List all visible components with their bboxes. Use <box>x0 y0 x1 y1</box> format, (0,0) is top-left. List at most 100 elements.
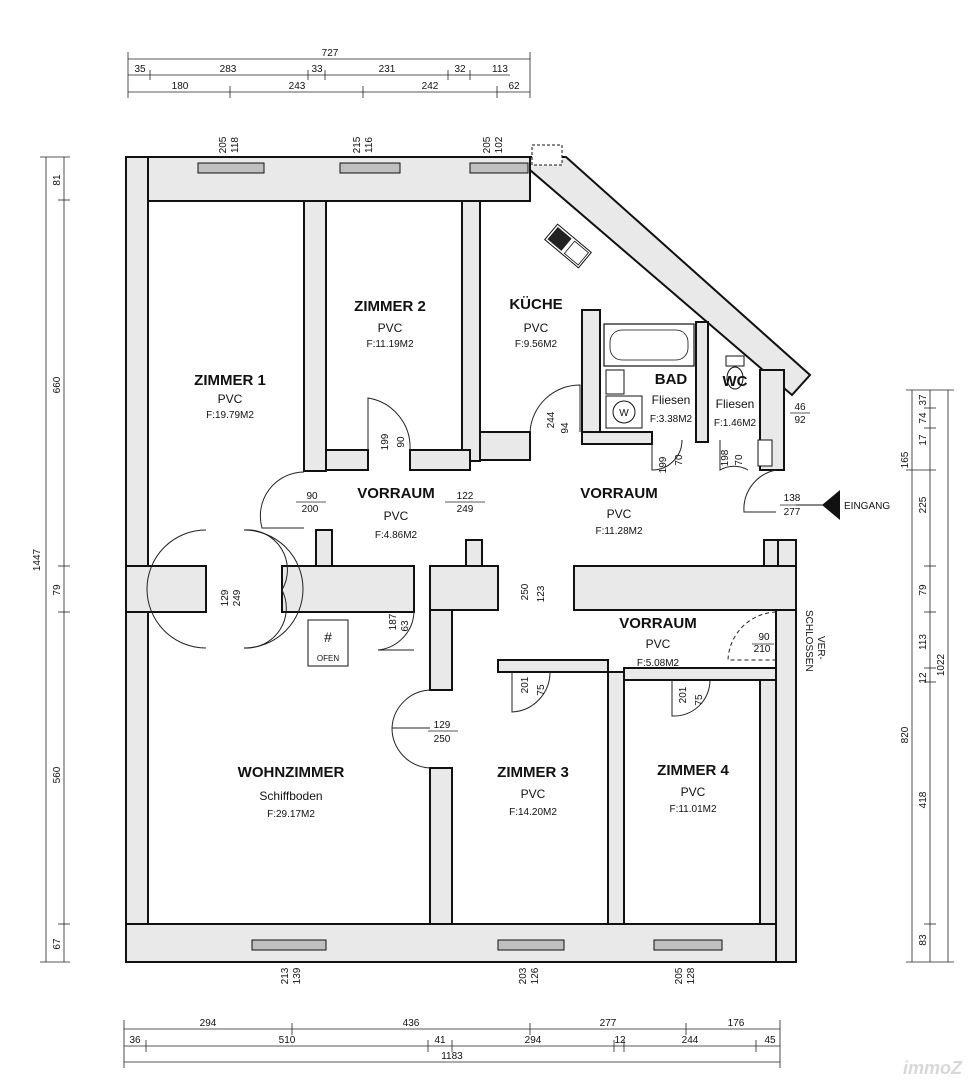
room-area: F:9.56M2 <box>515 339 558 350</box>
room-name: ZIMMER 2 <box>354 298 426 315</box>
dim-door: 129 <box>220 589 231 606</box>
door-zimmer1 <box>259 471 305 529</box>
dim-door: 198 <box>720 449 731 466</box>
dim-top: 243 <box>289 81 306 92</box>
room-name: ZIMMER 1 <box>194 372 266 389</box>
dim-door: 199 <box>658 456 669 473</box>
room-area: F:29.17M2 <box>267 809 315 820</box>
door-kueche <box>529 384 581 433</box>
bottom-dimensions: 294 436 277 176 36 510 41 294 12 244 45 … <box>123 1018 781 1068</box>
dim-top: 62 <box>508 81 520 92</box>
dim-bottom: 277 <box>600 1018 617 1029</box>
room-area: F:11.01M2 <box>669 804 716 815</box>
window-wohnzimmer <box>251 939 327 951</box>
dim-right: 37 <box>918 394 929 406</box>
door-wohnzimmer-hall <box>391 689 431 769</box>
room-area: F:19.79M2 <box>206 410 254 421</box>
room-material: PVC <box>524 321 549 335</box>
room-area: F:1.46M2 <box>714 418 757 429</box>
dim-left-total: 1447 <box>32 548 43 571</box>
window-zimmer1 <box>197 162 265 174</box>
chimney-icon <box>531 144 563 166</box>
dim-window: 139 <box>292 967 303 984</box>
dim-door: 122 <box>457 491 474 502</box>
dim-bottom: 41 <box>434 1035 446 1046</box>
dim-right-total: 1022 <box>936 653 947 676</box>
room-area: F:14.20M2 <box>509 807 557 818</box>
dim-door: 187 <box>388 613 399 630</box>
room-name: ZIMMER 3 <box>497 764 569 781</box>
dim-bottom: 436 <box>403 1018 420 1029</box>
dim-window: 128 <box>686 967 697 984</box>
dim-right: 83 <box>918 934 929 946</box>
room-name: VORRAUM <box>619 615 697 632</box>
window-zimmer2 <box>339 162 401 174</box>
toilet-icon <box>725 355 745 390</box>
dim-bottom: 294 <box>200 1018 217 1029</box>
dim-window: 205 <box>218 136 229 153</box>
dim-door: 70 <box>734 454 745 466</box>
door-abstellraum <box>377 611 415 651</box>
room-material: PVC <box>681 785 706 799</box>
dim-door: 70 <box>674 454 685 466</box>
room-name: WOHNZIMMER <box>238 764 345 781</box>
dim-right: 12 <box>918 672 929 684</box>
room-kueche: KÜCHE PVC F:9.56M2 <box>509 296 562 350</box>
dim-door: 90 <box>396 436 407 448</box>
wc-fixture-icon <box>757 439 773 467</box>
dim-right: 165 <box>900 451 911 468</box>
room-wc: WC Fliesen F:1.46M2 <box>714 373 757 429</box>
right-dimensions: 37 74 17 225 79 113 12 418 83 165 820 10… <box>900 389 954 963</box>
windows <box>197 162 723 951</box>
dim-door: 90 <box>306 491 318 502</box>
dim-right: 225 <box>918 496 929 513</box>
room-material: Fliesen <box>652 393 691 407</box>
room-name: KÜCHE <box>509 296 562 313</box>
room-name: VORRAUM <box>357 485 435 502</box>
dim-door: 129 <box>434 720 451 731</box>
dim-door: 244 <box>546 411 557 428</box>
dim-door: 201 <box>520 676 531 693</box>
left-dimensions: 1447 81 660 79 560 67 <box>32 156 70 963</box>
dim-bottom: 244 <box>682 1035 699 1046</box>
door-dimensions: 199 90 244 94 199 70 198 70 90 200 122 2… <box>220 402 810 745</box>
room-wohnzimmer: WOHNZIMMER Schiffboden F:29.17M2 <box>238 764 345 820</box>
dim-top: 113 <box>492 64 508 75</box>
dim-window: 205 <box>482 136 493 153</box>
door-eingang <box>743 469 777 513</box>
dim-top: 242 <box>422 81 439 92</box>
door-bad <box>651 439 683 471</box>
dim-bottom: 510 <box>279 1035 296 1046</box>
window-dimensions: 205 118 215 116 205 102 213 139 203 126 … <box>218 136 697 984</box>
dim-right: 17 <box>918 434 929 446</box>
room-vorraum-1: VORRAUM PVC F:4.86M2 <box>357 485 435 541</box>
dim-window: 203 <box>518 967 529 984</box>
dim-window: 213 <box>280 967 291 984</box>
dim-door: 249 <box>232 589 243 606</box>
dim-left: 660 <box>52 376 63 393</box>
dim-door: 46 <box>794 402 806 413</box>
door-wohnzimmer-left <box>146 529 304 649</box>
room-area: F:11.19M2 <box>366 339 413 350</box>
entrance: EINGANG <box>796 490 890 520</box>
window-kueche <box>469 162 529 174</box>
dim-door: 210 <box>754 644 771 655</box>
dim-left: 79 <box>52 584 63 596</box>
dim-door: 250 <box>434 734 451 745</box>
room-vorraum-3: VORRAUM PVC F:5.08M2 <box>619 615 697 669</box>
room-bad: BAD Fliesen F:3.38M2 <box>650 371 693 425</box>
room-zimmer2: ZIMMER 2 PVC F:11.19M2 <box>354 298 426 350</box>
door-wohnzimmer-right <box>243 529 288 649</box>
svg-text:#: # <box>324 629 332 645</box>
washing-machine-icon: W <box>605 395 643 429</box>
dim-window: 215 <box>352 136 363 153</box>
room-zimmer4: ZIMMER 4 PVC F:11.01M2 <box>657 762 729 815</box>
dim-top: 180 <box>172 81 189 92</box>
dim-bottom: 36 <box>129 1035 141 1046</box>
room-material: PVC <box>607 507 632 521</box>
room-material: PVC <box>521 787 546 801</box>
eingang-label: EINGANG <box>844 501 890 512</box>
doors <box>146 384 777 769</box>
verschlossen-label-1: VER- <box>815 636 826 660</box>
